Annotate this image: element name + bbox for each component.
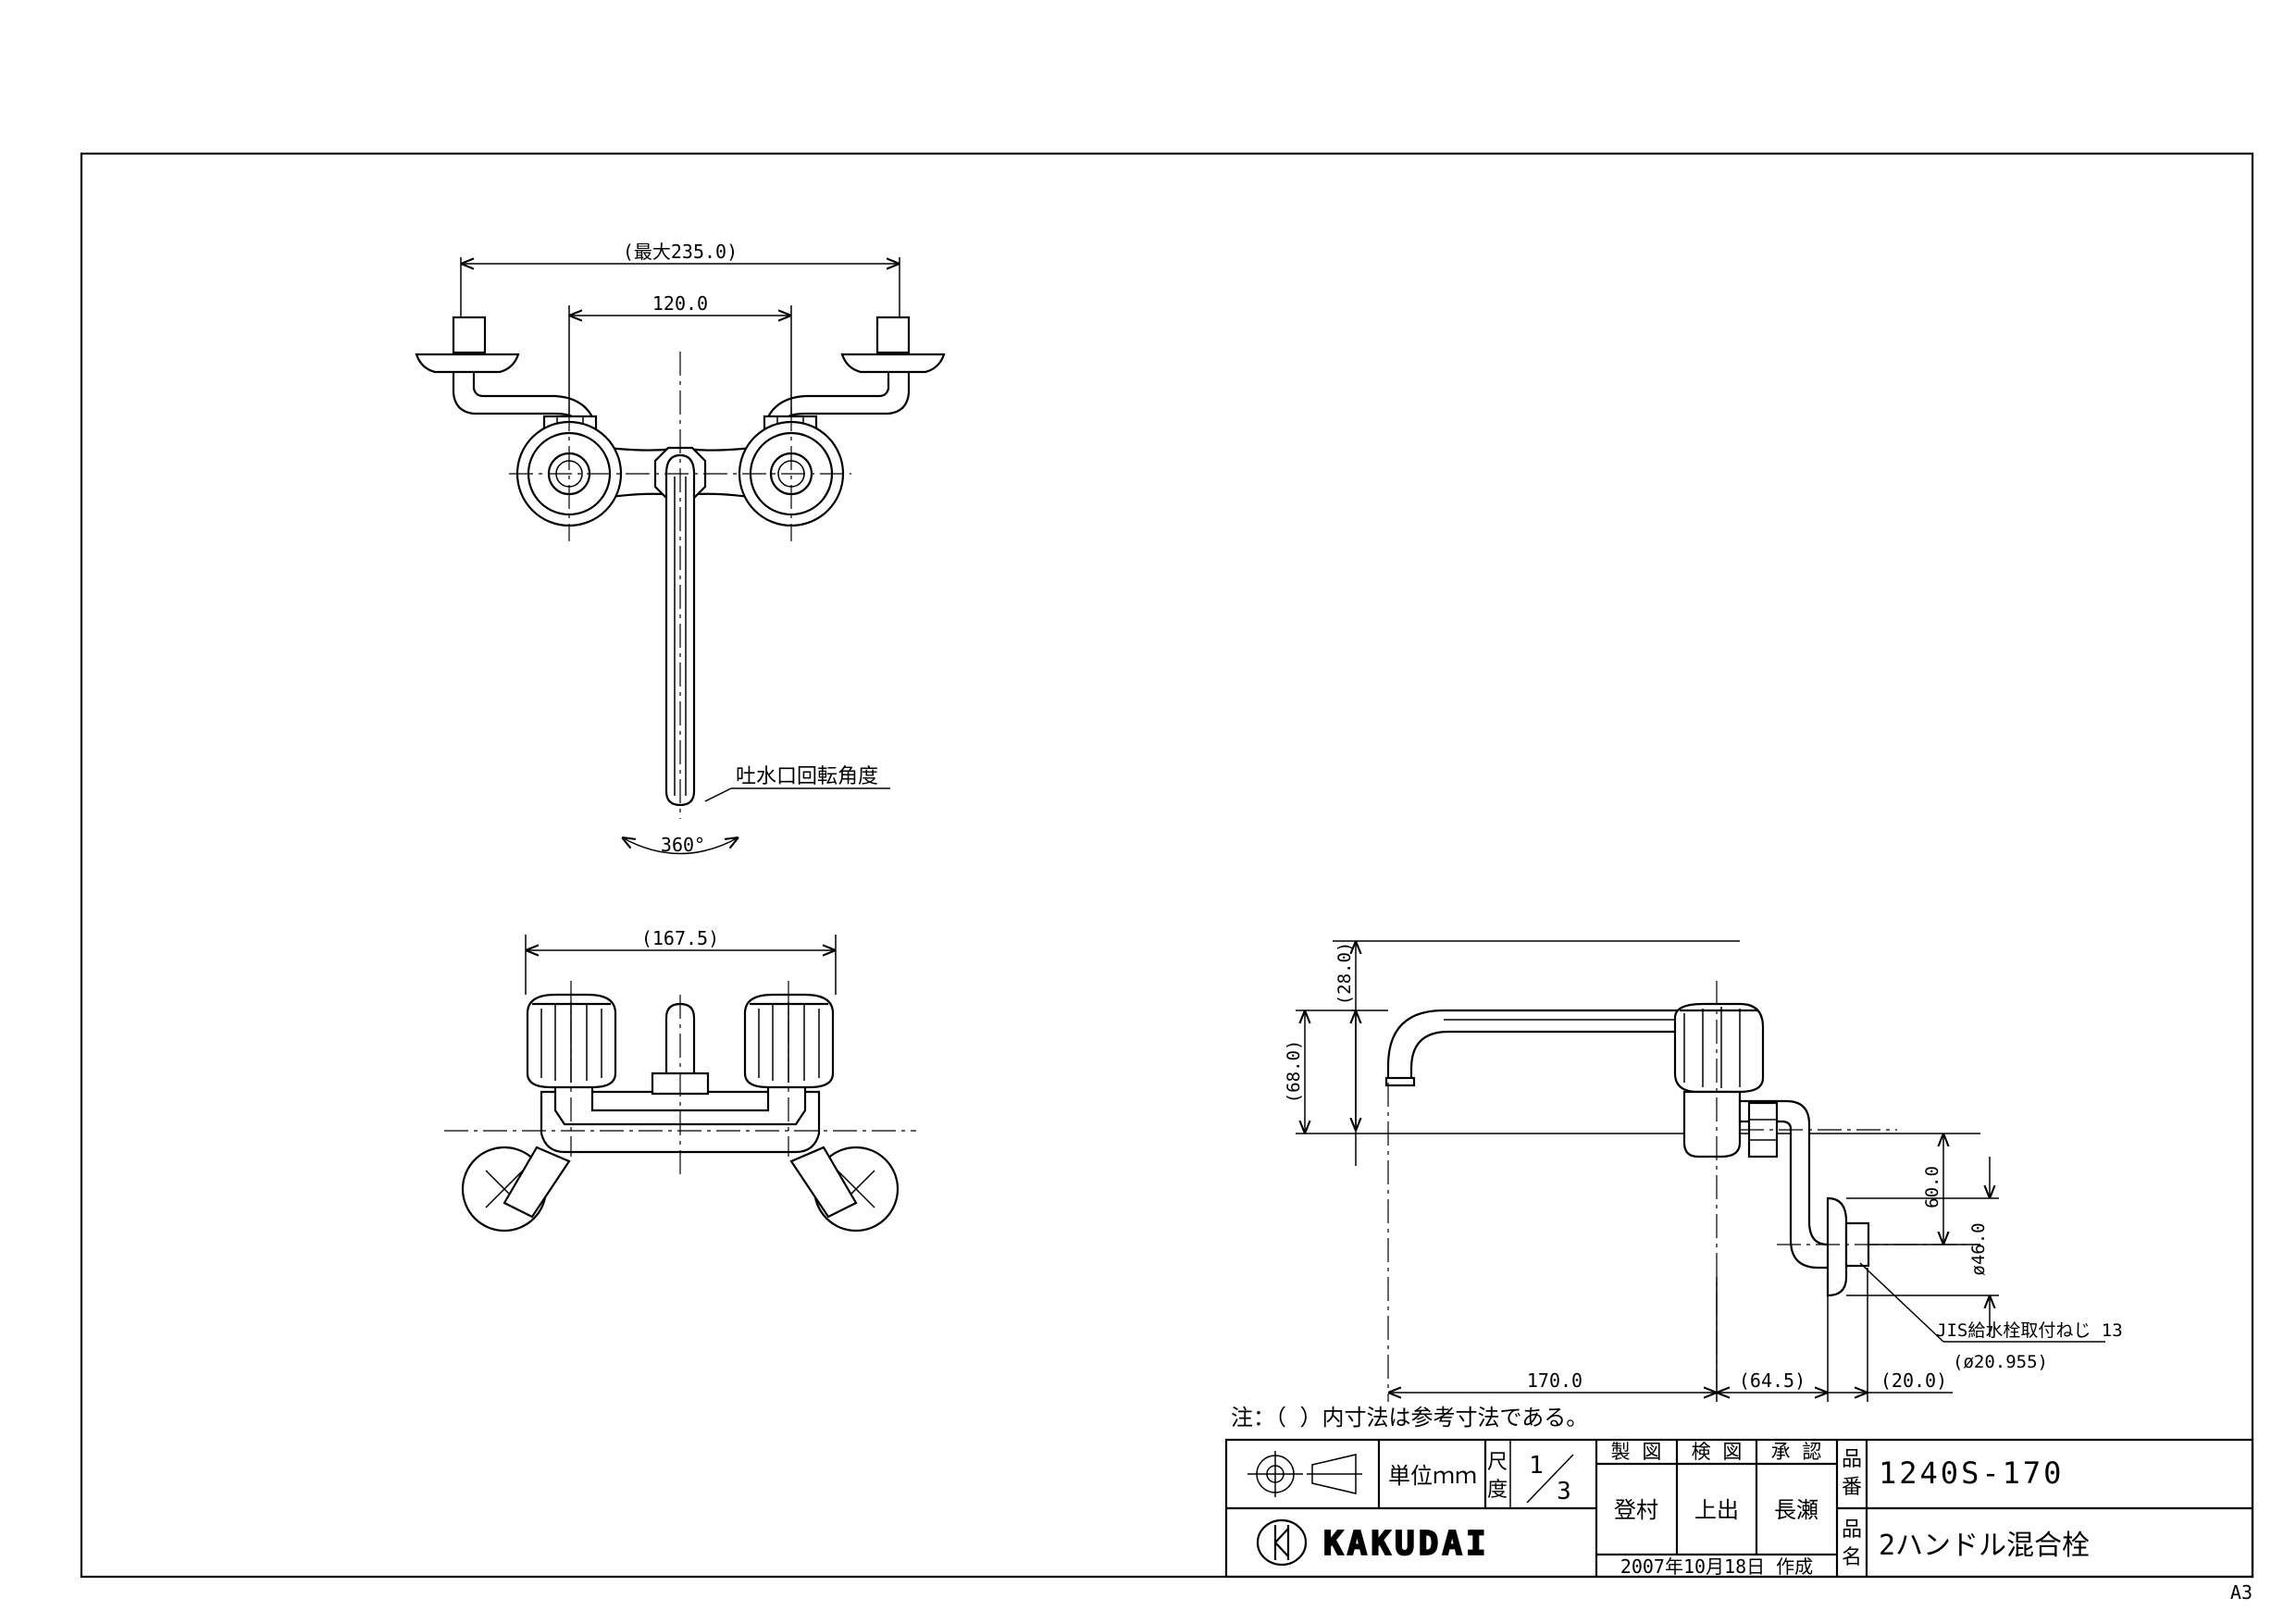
part-name-label-1: 品 xyxy=(1842,1518,1862,1542)
reference-note: 注：（ ）内寸法は参考寸法である。 xyxy=(1231,1405,1588,1431)
rotation-label: 吐水口回転角度 xyxy=(736,765,878,788)
head-approved: 承 認 xyxy=(1771,1441,1822,1463)
front-view: (167.5) xyxy=(444,927,916,1233)
top-view: (最大235.0) 120.0 xyxy=(415,241,946,856)
dim-front-width: (167.5) xyxy=(641,927,719,949)
dim-side-28: (28.0) xyxy=(1334,942,1355,1006)
dim-top-center: 120.0 xyxy=(652,292,708,315)
logo-text: KAKUDAI xyxy=(1323,1525,1490,1563)
creation-date: 2007年10月18日 作成 xyxy=(1620,1555,1813,1578)
sheet-size: A3 xyxy=(2230,1581,2253,1604)
part-name: 2ハンドル混合栓 xyxy=(1879,1530,2090,1562)
part-no-label-2: 番 xyxy=(1842,1476,1862,1499)
part-name-label-2: 名 xyxy=(1842,1546,1862,1569)
part-no-label-1: 品 xyxy=(1842,1448,1862,1471)
dim-top-overall: (最大235.0) xyxy=(623,241,738,263)
scale-label-bottom: 度 xyxy=(1487,1479,1508,1502)
name-checked: 上出 xyxy=(1694,1497,1739,1523)
dim-side-64-5: (64.5) xyxy=(1739,1369,1806,1392)
part-number: 1240S-170 xyxy=(1879,1456,2064,1491)
dim-side-170: 170.0 xyxy=(1527,1369,1582,1392)
thread-dia: (ø20.955) xyxy=(1953,1352,2048,1372)
name-drawn: 登村 xyxy=(1614,1497,1658,1523)
dim-side-20: (20.0) xyxy=(1880,1369,1947,1392)
scale-label-top: 尺 xyxy=(1487,1451,1508,1474)
rotation-angle: 360° xyxy=(661,834,705,856)
scale-numerator: 1 xyxy=(1529,1452,1544,1480)
title-block: 単位ｍｍ 尺 度 1 3 KAKUDAI 製 図 検 図 承 認 登村 上出 長… xyxy=(1224,1438,2254,1579)
projection-symbol xyxy=(1247,1451,1362,1497)
side-view: (28.0) (68.0) 60.0 xyxy=(1284,940,2123,1402)
thread-label: JIS給水栓取付ねじ 13 xyxy=(1936,1320,2123,1341)
name-approved: 長瀬 xyxy=(1774,1497,1818,1523)
head-drawn: 製 図 xyxy=(1611,1441,1662,1463)
kakudai-logo: KAKUDAI xyxy=(1256,1518,1490,1567)
dim-side-60: 60.0 xyxy=(1922,1166,1942,1208)
scale-denominator: 3 xyxy=(1557,1478,1571,1505)
sheet-border xyxy=(80,152,2254,1579)
dim-side-46: ø46.0 xyxy=(1968,1222,1989,1275)
head-checked: 検 図 xyxy=(1692,1441,1743,1463)
unit-label: 単位ｍｍ xyxy=(1388,1463,1477,1489)
dim-side-68: (68.0) xyxy=(1284,1040,1304,1104)
